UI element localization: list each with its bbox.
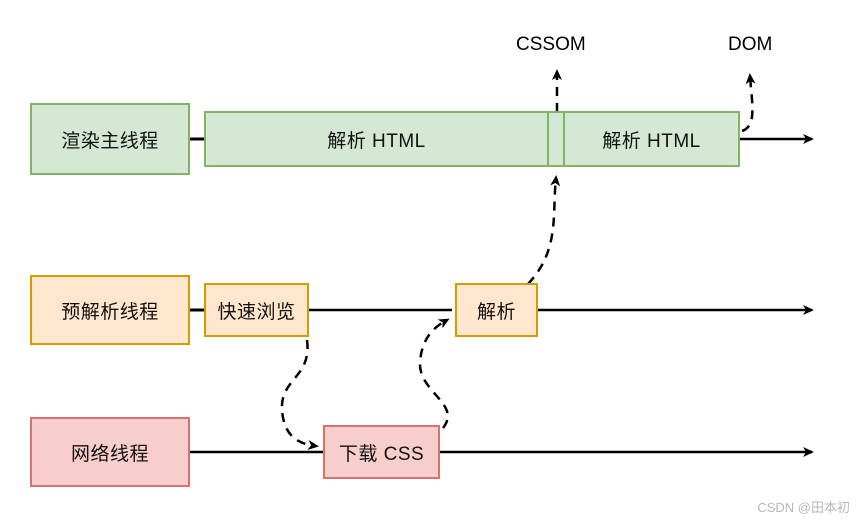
thread-box-label: 渲染主线程 [61, 130, 159, 152]
task-box-download-css[interactable]: 下载 CSS [323, 425, 440, 479]
dom-output-arrow [741, 73, 756, 133]
thread-box-label: 网络线程 [70, 443, 149, 465]
task-box-label: 快速浏览 [217, 301, 296, 323]
task-box-label: 解析 [476, 301, 516, 323]
dashed-parse-to-mainthread [527, 175, 561, 285]
timeline-segment-label: 解析 HTML [602, 130, 701, 152]
timeline-segment-parse-html-1[interactable]: 解析 HTML [204, 111, 549, 167]
task-box-parse[interactable]: 解析 [455, 283, 538, 337]
thread-box-render-main-thread[interactable]: 渲染主线程 [30, 103, 190, 175]
task-box-fast-scan[interactable]: 快速浏览 [204, 283, 309, 337]
dashed-fastscan-to-downloadcss [280, 339, 319, 450]
cssom-output-label: CSSOM [516, 34, 586, 55]
watermark: CSDN @田本初 [757, 500, 850, 515]
dashed-downloadcss-to-parse [418, 318, 450, 429]
thread-box-label: 预解析线程 [61, 301, 159, 323]
task-box-label: 下载 CSS [338, 443, 425, 465]
dom-output-label: DOM [728, 34, 773, 55]
thread-box-network-thread[interactable]: 网络线程 [30, 417, 190, 487]
timeline-segment-parse-html-2[interactable]: 解析 HTML [563, 111, 740, 167]
timeline-segment-label: 解析 HTML [327, 130, 426, 152]
thread-box-pre-parse-thread[interactable]: 预解析线程 [30, 275, 190, 345]
